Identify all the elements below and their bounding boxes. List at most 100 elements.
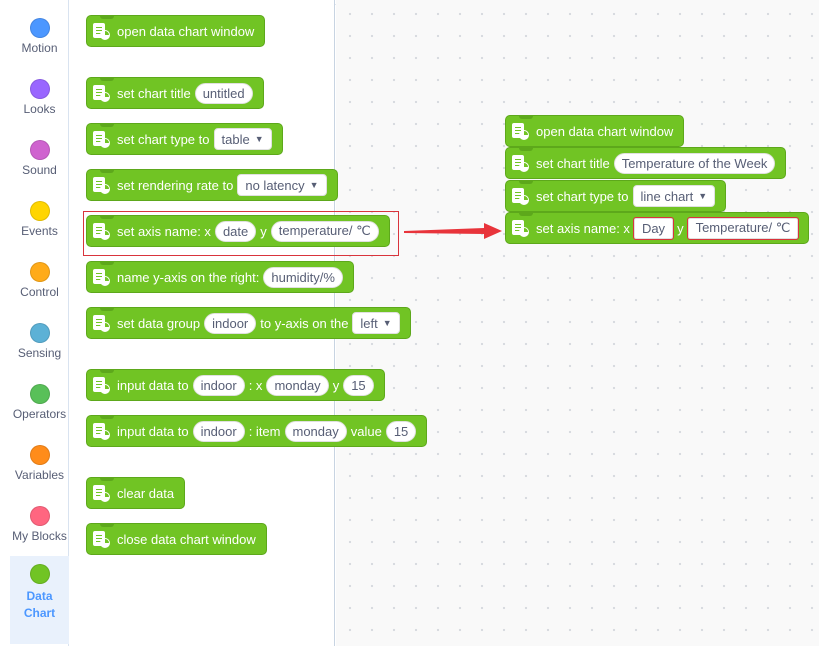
block-label: input data to: [117, 377, 189, 393]
block-label: set chart title: [117, 85, 191, 101]
rendering-rate-dropdown[interactable]: no latency▼: [237, 174, 327, 196]
y-label: y: [260, 223, 267, 239]
data-chart-icon: [92, 314, 111, 333]
y-value-input[interactable]: 15: [343, 374, 374, 396]
value-input[interactable]: 15: [385, 420, 417, 442]
group-input[interactable]: indoor: [204, 312, 257, 334]
block-label: close data chart window: [117, 531, 256, 547]
events-dot-icon: [29, 201, 50, 221]
data-chart-icon: [92, 176, 111, 195]
y-label: y: [677, 220, 684, 236]
data-chart-icon: [92, 222, 111, 241]
block-label: clear data: [117, 485, 175, 501]
category-label: Events: [21, 224, 58, 238]
data-chart-icon: [511, 219, 530, 238]
chart-type-dropdown[interactable]: line chart ▼: [632, 185, 716, 207]
group-input[interactable]: indoor: [192, 374, 245, 396]
category-sensing[interactable]: Sensing: [10, 315, 69, 373]
dropdown-value: line chart: [640, 188, 694, 204]
category-label: Variables: [14, 468, 65, 482]
category-data-chart[interactable]: Data Chart: [10, 556, 69, 644]
variables-dot-icon: [29, 445, 50, 465]
y-label: y: [332, 377, 340, 393]
block-label: set axis name: x: [536, 220, 630, 236]
category-motion[interactable]: Motion: [10, 10, 69, 68]
caret-down-icon: ▼: [309, 180, 319, 190]
ws-set-axis-name-block[interactable]: set axis name: x Day y Temperature/ ℃: [505, 212, 810, 244]
category-my-blocks[interactable]: My Blocks: [10, 498, 69, 556]
title-input[interactable]: Temperature of the Week: [613, 152, 776, 174]
set-axis-name-block[interactable]: set axis name: x date y temperature/ ℃: [86, 215, 390, 247]
category-menu: Motion Looks Sound Events Control Sensin…: [10, 0, 69, 646]
x-value-input[interactable]: monday: [266, 374, 329, 396]
input-data-xy-block[interactable]: input data to indoor : x monday y 15: [86, 369, 385, 401]
title-input[interactable]: untitled: [194, 82, 253, 104]
category-label: Data Chart: [23, 589, 56, 620]
category-label: Operators: [12, 407, 67, 421]
category-label: My Blocks: [12, 529, 67, 543]
right-axis-input[interactable]: humidity/%: [263, 266, 343, 288]
y-axis-input[interactable]: Temperature/ ℃: [686, 216, 800, 240]
data-chart-icon: [92, 84, 111, 103]
caret-down-icon: ▼: [254, 134, 264, 144]
data-chart-icon: [511, 122, 530, 141]
category-variables[interactable]: Variables: [10, 437, 69, 495]
value-label: value: [350, 423, 382, 439]
category-sound[interactable]: Sound: [10, 132, 69, 190]
x-label: : x: [248, 377, 263, 393]
data-chart-icon: [92, 268, 111, 287]
chart-type-dropdown[interactable]: table ▼: [213, 128, 272, 150]
data-chart-icon: [92, 530, 111, 549]
set-chart-title-block[interactable]: set chart title untitled: [86, 77, 264, 109]
block-label: open data chart window: [536, 123, 674, 139]
block-label: set rendering rate to: [117, 177, 234, 193]
set-chart-type-block[interactable]: set chart type to table▼: [86, 123, 283, 155]
data-chart-icon: [92, 22, 111, 41]
category-control[interactable]: Control: [10, 254, 69, 312]
dropdown-value: table: [221, 131, 250, 147]
motion-dot-icon: [29, 18, 50, 38]
data-chart-dot-icon: [29, 564, 50, 584]
group-input[interactable]: indoor: [192, 420, 245, 442]
open-chart-window-block[interactable]: open data chart window: [86, 15, 266, 47]
looks-dot-icon: [29, 79, 50, 99]
close-chart-window-block[interactable]: close data chart window: [86, 523, 267, 555]
code-workspace[interactable]: [336, 0, 819, 646]
x-axis-input[interactable]: date: [214, 220, 257, 242]
category-label: Sound: [22, 163, 57, 177]
caret-down-icon: ▼: [382, 318, 392, 328]
item-input[interactable]: monday: [284, 420, 347, 442]
y-axis-input[interactable]: temperature/ ℃: [270, 220, 379, 242]
dropdown-value: left: [360, 315, 378, 331]
category-label: Looks: [23, 102, 56, 116]
x-axis-input[interactable]: Day: [632, 216, 675, 240]
sound-dot-icon: [29, 140, 50, 160]
highlight-annotation: [83, 211, 399, 256]
name-y-axis-right-block[interactable]: name y-axis on the right: humidity/%: [86, 261, 354, 293]
clear-data-block[interactable]: clear data: [86, 477, 186, 509]
ws-set-chart-title-block[interactable]: set chart title Temperature of the Week: [505, 147, 787, 179]
category-label: Control: [20, 285, 59, 299]
set-data-group-block[interactable]: set data group indoor to y-axis on the l…: [86, 307, 411, 339]
category-operators[interactable]: Operators: [10, 376, 69, 434]
category-looks[interactable]: Looks: [10, 71, 69, 129]
axis-side-dropdown[interactable]: left ▼: [352, 312, 400, 334]
block-label: set chart title: [536, 155, 610, 171]
category-events[interactable]: Events: [10, 193, 69, 251]
input-data-item-block[interactable]: input data to indoor : item monday value…: [86, 415, 428, 447]
set-rendering-rate-block[interactable]: set rendering rate to no latency▼: [86, 169, 338, 201]
arrow-icon: [404, 223, 502, 239]
item-label: : item: [248, 423, 281, 439]
category-label: Sensing: [17, 346, 62, 360]
ws-set-chart-type-block[interactable]: set chart type to line chart ▼: [505, 180, 727, 212]
data-chart-icon: [92, 130, 111, 149]
sensing-dot-icon: [29, 323, 50, 343]
ws-open-chart-window-block[interactable]: open data chart window: [505, 115, 685, 147]
data-chart-icon: [511, 187, 530, 206]
block-label-mid: to y-axis on the: [260, 315, 349, 331]
block-label: set chart type to: [536, 188, 629, 204]
block-label: open data chart window: [117, 23, 255, 39]
my-blocks-dot-icon: [29, 506, 50, 526]
caret-down-icon: ▼: [698, 191, 708, 201]
